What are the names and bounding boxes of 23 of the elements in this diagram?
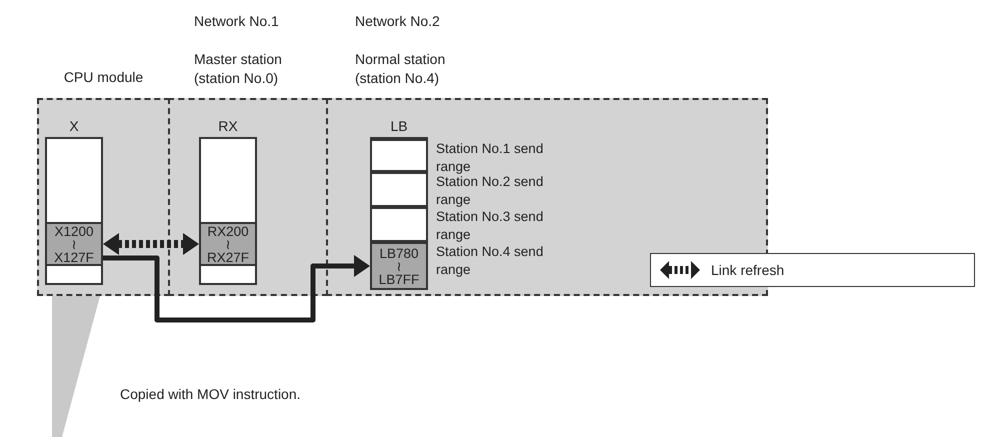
- send-range-label: Station No.4 send range: [436, 243, 544, 279]
- memory-segment: [370, 172, 428, 207]
- note-text: Copied with MOV instruction.: [120, 386, 301, 402]
- memory-segment: [370, 207, 428, 242]
- link-refresh-arrow: [103, 233, 199, 255]
- device-range-segment: LB780 ≀ LB7FF: [370, 242, 428, 290]
- callout-pointer: [52, 296, 100, 437]
- panel-heading: Master station (station No.0): [194, 50, 283, 88]
- column-heading: LB: [389, 118, 409, 135]
- panel-heading: Network No.1: [194, 12, 280, 31]
- send-range-label: Station No.2 send range: [436, 174, 544, 209]
- legend-label: Link refresh: [711, 262, 784, 278]
- panel-heading: Network No.2: [355, 12, 441, 31]
- transfer-arrow: [103, 255, 370, 322]
- column-heading: RX: [217, 118, 239, 135]
- column-heading: X: [68, 118, 80, 135]
- device-range-segment: RX200 ≀ RX27F: [199, 222, 257, 266]
- panel-heading: CPU module: [62, 68, 144, 87]
- send-range-label: Station No.3 send range: [436, 208, 544, 244]
- memory-segment: [370, 139, 428, 172]
- panel-heading: Normal station (station No.4): [355, 50, 446, 88]
- device-range-segment: X1200 ≀ X127F: [45, 222, 103, 266]
- send-range-label: Station No.1 send range: [436, 140, 544, 176]
